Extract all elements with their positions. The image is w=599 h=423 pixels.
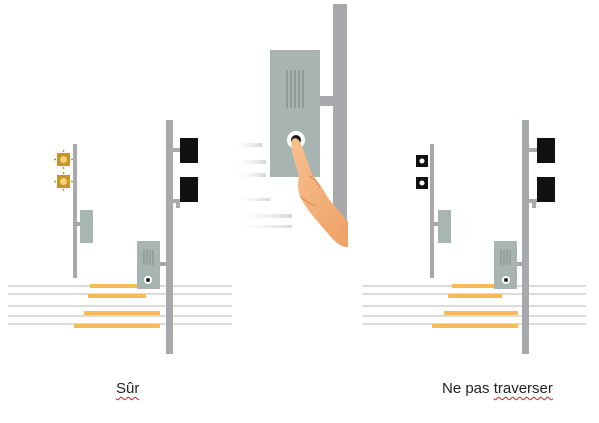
road-lines-left xyxy=(8,285,232,325)
dark-light-icon xyxy=(416,155,428,189)
finger-icon xyxy=(291,138,348,247)
caption-dont-word-2: traverser xyxy=(493,380,553,397)
speed-lines xyxy=(232,143,292,228)
panel-zoom xyxy=(232,4,348,247)
caption-dont-cross: Ne pas traverser xyxy=(442,380,553,397)
crosswalk-left xyxy=(74,284,160,328)
amber-light-icon xyxy=(54,150,73,191)
push-button-box-right xyxy=(494,241,522,289)
pedestrian-signal-left-icon xyxy=(173,138,198,208)
caption-safe-text: Sûr xyxy=(116,380,140,397)
push-button-box-left xyxy=(137,241,166,289)
panel-safe xyxy=(8,120,232,354)
big-pole xyxy=(333,4,347,236)
panel-dont-cross xyxy=(362,120,586,354)
signal-box-left xyxy=(80,210,93,243)
main-pole-left xyxy=(166,120,173,354)
signal-box-right xyxy=(438,210,451,243)
pedestrian-signal-right-icon xyxy=(529,138,555,208)
small-pole-right xyxy=(430,144,434,278)
main-pole-right xyxy=(522,120,529,354)
caption-safe: Sûr xyxy=(116,380,139,397)
road-lines-right xyxy=(362,285,586,325)
small-pole-left xyxy=(73,144,77,278)
crosswalk-right xyxy=(432,284,518,328)
caption-dont-word-1: Ne pas xyxy=(442,380,490,397)
